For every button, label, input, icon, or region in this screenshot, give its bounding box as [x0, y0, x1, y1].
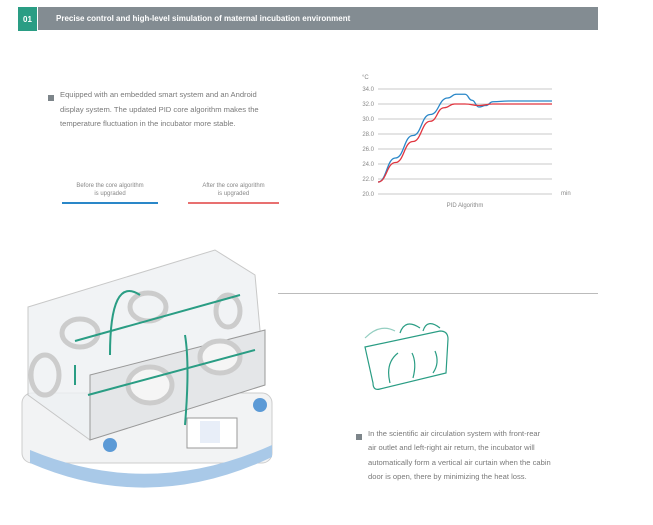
text-line: temperature fluctuation in the incubator… [60, 119, 236, 128]
legend-text: After the core algorithm [202, 183, 265, 189]
bullet-icon [48, 95, 54, 101]
section-title: Precise control and high-level simulatio… [38, 7, 598, 30]
legend-after: After the core algorithm is upgraded [188, 182, 279, 204]
y-tick-label: 20.0 [362, 192, 374, 198]
y-tick-label: 34.0 [362, 87, 374, 93]
y-tick-label: 26.0 [362, 147, 374, 153]
section-number: 01 [18, 7, 37, 31]
y-tick-label: 30.0 [362, 117, 374, 123]
air-circulation-icon [364, 323, 449, 390]
y-tick-label: 22.0 [362, 177, 374, 183]
text-line: air outlet and left-right air return, th… [368, 443, 535, 453]
y-tick-label: 28.0 [362, 132, 374, 138]
legend-line-red [188, 202, 279, 204]
legend-text: Before the core algorithm [76, 183, 144, 189]
chart-title: PID Algorithm [447, 203, 484, 209]
x-axis-label: min [561, 191, 571, 197]
y-tick-label: 24.0 [362, 162, 374, 168]
pid-chart: 20.022.024.026.028.030.032.034.0 °C min … [362, 75, 571, 209]
text-line: automatically form a vertical air curtai… [368, 457, 551, 467]
bullet-icon [356, 434, 362, 440]
legend-line-blue [62, 202, 158, 204]
y-tick-label: 32.0 [362, 102, 374, 108]
y-axis-label: °C [362, 75, 369, 81]
incubator-illustration [21, 249, 273, 488]
series-line [377, 93, 552, 183]
pid-description: Equipped with an embedded smart system a… [60, 88, 340, 132]
legend-before: Before the core algorithm is upgraded [62, 182, 158, 204]
text-line: display system. The updated PID core alg… [60, 104, 259, 114]
air-circulation-description: In the scientific air circulation system… [368, 427, 608, 484]
legend-text: is upgraded [217, 191, 250, 197]
text-line: In the scientific air circulation system… [368, 429, 541, 438]
text-line: Equipped with an embedded smart system a… [60, 90, 257, 99]
legend-text: is upgraded [94, 191, 126, 197]
text-line: door is open, there by minimizing the he… [368, 471, 527, 481]
series-line [377, 103, 552, 183]
divider [278, 293, 598, 294]
